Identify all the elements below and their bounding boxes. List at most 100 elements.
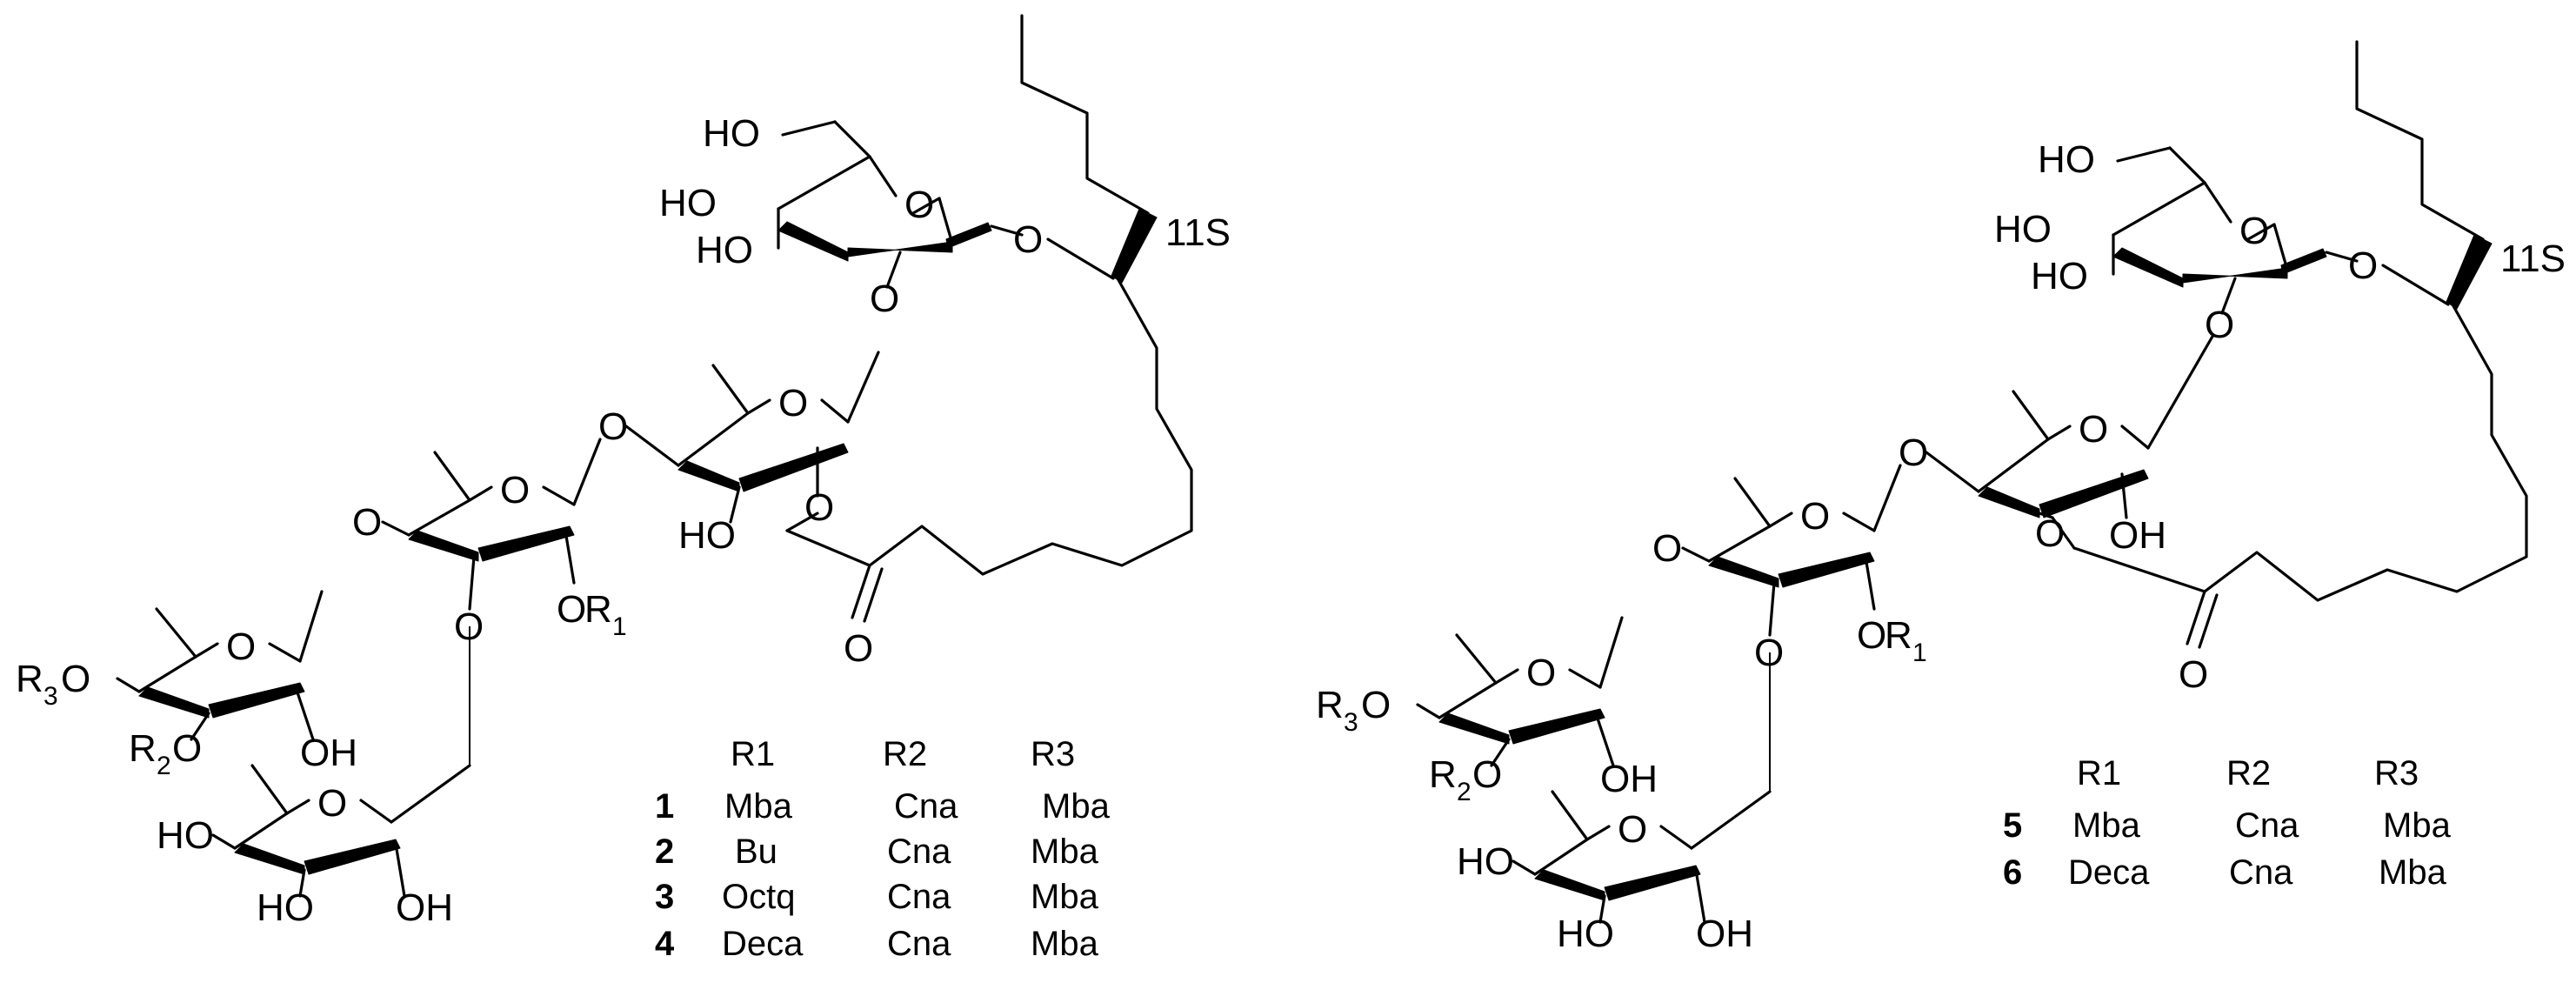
right-rha2-o [1768, 512, 1793, 528]
right-rha2-o3-label: O [1754, 632, 1784, 674]
right-rha2-methyl [1733, 477, 1772, 528]
left-rha2-c3 [468, 555, 476, 611]
right-glc-ch2oh [2116, 146, 2172, 163]
right-rha4-o [1585, 825, 1611, 841]
left-rha3-front-wedge [138, 686, 210, 719]
right-rha2-front-wedge2 [1778, 552, 1875, 588]
svg-text:R: R [1885, 614, 1912, 657]
left-table-row-num: 2 [655, 833, 674, 871]
left-ho-c3: HO [696, 229, 753, 271]
right-o-c11 [2381, 264, 2450, 306]
left-rha3-ring-o: O [226, 625, 256, 668]
right-ester-o-bond [2051, 516, 2076, 550]
svg-text:R: R [584, 588, 612, 631]
left-glc-c5-ch2 [833, 120, 871, 158]
right-rha2-o4-label: O [1652, 527, 1682, 570]
right-r2o-label: R 2 O [1429, 753, 1502, 806]
right-table-row-num: 6 [2003, 853, 2022, 892]
left-rha1-c3 [729, 485, 741, 524]
left-glc-c2-o [885, 251, 902, 289]
left-or1-label: O R 1 [557, 588, 627, 641]
right-rha1-front-wedge2 [2039, 469, 2149, 518]
left-macro-chain [868, 277, 1193, 576]
left-glc-back [777, 155, 871, 211]
left-rha3-o4 [116, 677, 141, 693]
right-rha4-o-c1 [1659, 825, 1693, 850]
left-rha2-front-wedge2 [477, 525, 575, 562]
left-table-cell: Octq [722, 878, 795, 916]
right-glc-c2-o [2220, 277, 2237, 315]
left-rha3-c3 [190, 712, 210, 741]
left-rha2-o3-label: O [454, 605, 484, 648]
right-rha1-ring-o: O [2079, 408, 2108, 451]
left-table-header-r3: R3 [1031, 735, 1075, 773]
left-rha4-ho-c3: HO [257, 886, 314, 929]
left-table-cell: Mba [724, 787, 793, 826]
right-rha1-o4 [1925, 451, 1980, 493]
left-substituent-table: R1 R2 R3 1 Mba Cna Mba 2 Bu Cna Mba 3 Oc… [655, 735, 1111, 963]
right-table-cell: Cna [2235, 806, 2299, 845]
right-glc-back [2112, 181, 2206, 237]
left-rha3-c2-o [294, 685, 315, 741]
svg-text:O: O [1472, 753, 1502, 796]
left-rha4-c2-o [394, 842, 406, 898]
left-rha4-back [233, 812, 289, 850]
left-rha4-o-c1 [359, 799, 393, 824]
left-glc-c1-wedge [945, 222, 992, 249]
left-glc-front-wedge2 [847, 241, 953, 257]
left-rha1-o-c1 [820, 398, 850, 424]
left-ho-c4: HO [659, 182, 717, 224]
right-rha2-o-c1 [1842, 512, 1876, 532]
left-rha1-back [677, 411, 750, 467]
svg-text:R: R [1429, 753, 1457, 796]
left-table-cell: Mba [1031, 833, 1099, 871]
left-rha3-back [137, 655, 197, 693]
left-table-header-r2: R2 [883, 735, 927, 773]
left-r3o-label: R 3 O [16, 658, 90, 711]
right-carbonyl-o: O [2179, 653, 2208, 696]
right-rha2-front-wedge [1708, 556, 1779, 588]
right-table-cell: Deca [2068, 853, 2150, 892]
right-table-header-r1: R1 [2077, 754, 2121, 792]
svg-text:O: O [1361, 684, 1391, 726]
left-glc-c5-o [868, 155, 898, 197]
left-rha2-ring-o: O [500, 469, 530, 512]
svg-text:O: O [1857, 614, 1886, 657]
right-rha3-front-wedge [1438, 712, 1510, 745]
right-ho-c3: HO [2031, 255, 2088, 298]
right-rha4-c1-up [1690, 790, 1772, 850]
left-rha2-c1-up [572, 438, 602, 506]
left-glc-front-wedge [777, 221, 849, 262]
left-rha3-methyl [155, 607, 197, 659]
right-rha4-back [1533, 838, 1589, 876]
left-glc-glyco-o: O [1013, 218, 1043, 261]
left-rha1-ho: HO [678, 514, 736, 557]
left-ester-o-bond [785, 512, 819, 532]
right-rha1-oh: OH [2109, 514, 2166, 557]
left-rha1-front-wedge2 [738, 443, 849, 492]
right-table-header-r3: R3 [2374, 754, 2419, 792]
left-rha2-c2-o [564, 529, 576, 585]
svg-text:3: 3 [1344, 708, 1358, 737]
right-rha4-c2-o [1694, 868, 1706, 924]
left-table-cell: Deca [722, 925, 804, 963]
left-table-cell: Bu [735, 833, 777, 871]
svg-text:1: 1 [612, 612, 627, 641]
right-alkyl-chain [2355, 40, 2485, 241]
left-stereo-label: 11S [1165, 211, 1231, 254]
right-table-cell: Cna [2229, 853, 2293, 892]
right-glc-c5-o [2203, 181, 2232, 224]
right-ho-ch2: HO [2038, 138, 2095, 181]
left-ho-ch2: HO [703, 112, 760, 155]
right-rha3-c3 [1490, 738, 1511, 767]
left-rha2-o4 [381, 520, 410, 537]
left-carbonyl-bond [851, 564, 871, 619]
right-glc-front-wedge2 [2182, 267, 2288, 284]
left-table-row-num: 4 [655, 925, 675, 963]
right-rha4-methyl [1551, 790, 1589, 841]
svg-text:O: O [557, 588, 586, 631]
left-rha4-front-wedge [234, 843, 305, 875]
left-table-header-r1: R1 [731, 735, 775, 773]
svg-text:O: O [61, 658, 90, 700]
left-table-cell: Mba [1031, 925, 1099, 963]
